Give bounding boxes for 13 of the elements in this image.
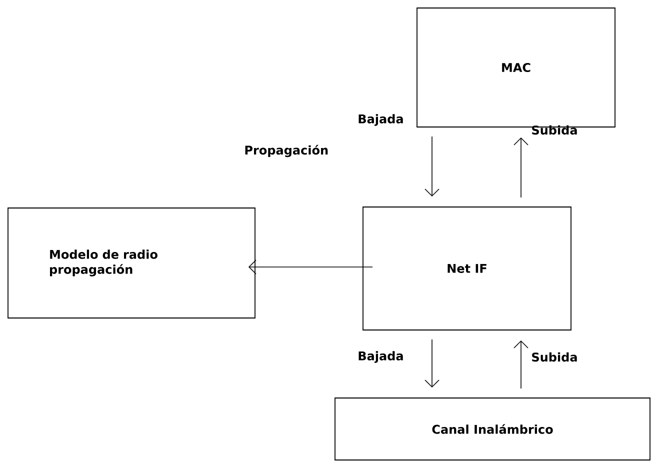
edge-label: Bajada [358, 351, 403, 363]
arrow [424, 339, 440, 388]
arrow [514, 340, 528, 389]
process-box: Canal Inalámbrico [334, 398, 650, 460]
arrow [424, 136, 440, 197]
process-box: Net IF [362, 206, 572, 330]
process-box: MAC [416, 8, 616, 128]
edge-label: Subida [532, 352, 577, 362]
arrow [248, 260, 373, 274]
text-label: Propagación [245, 144, 328, 158]
arrow [514, 137, 528, 198]
process-box: Modelo de radio propagación [8, 208, 256, 318]
edge-label: Bajada [358, 114, 403, 126]
